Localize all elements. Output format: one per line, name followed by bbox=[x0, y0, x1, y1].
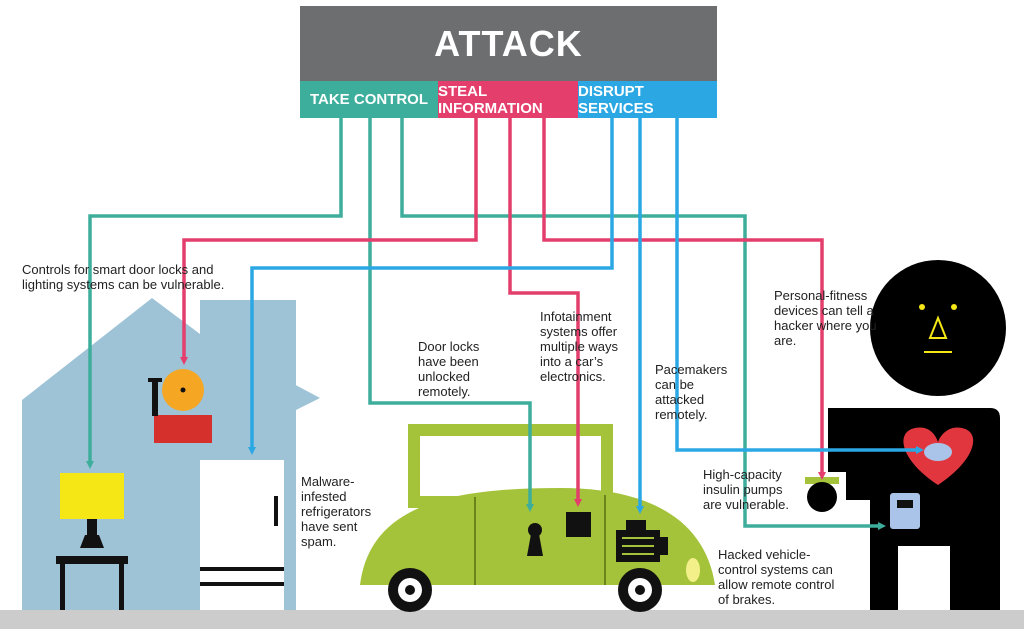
category-steal-information: STEAL INFORMATION bbox=[438, 81, 578, 118]
car bbox=[360, 424, 715, 612]
ground bbox=[0, 610, 1024, 629]
category-disrupt-services: DISRUPT SERVICES bbox=[578, 81, 717, 118]
note-smart-home: Controls for smart door locks and lighti… bbox=[22, 262, 225, 292]
lamp-icon bbox=[56, 473, 128, 610]
refrigerator-icon bbox=[200, 460, 284, 610]
note-infotainment: Infotainment systems offer multiple ways… bbox=[540, 309, 619, 384]
insulin-pump-icon bbox=[890, 493, 920, 529]
alarm-bell-icon bbox=[148, 369, 212, 443]
note-insulin: High-capacity insulin pumps are vulnerab… bbox=[703, 467, 789, 512]
category-take-control: TAKE CONTROL bbox=[300, 81, 438, 118]
note-fridge: Malware-infested refrigerators have sent… bbox=[301, 474, 372, 549]
keyhole-icon bbox=[527, 523, 543, 556]
note-vehicle: Hacked vehicle-control systems can allow… bbox=[718, 547, 835, 607]
note-door-locks: Door locks have been unlocked remotely. bbox=[418, 339, 480, 399]
note-fitness: Personal-fitness devices can tell a hack… bbox=[774, 288, 877, 348]
attack-title: ATTACK bbox=[300, 6, 717, 81]
heart-icon bbox=[903, 427, 974, 485]
chip-icon bbox=[566, 512, 591, 537]
engine-icon bbox=[616, 520, 668, 562]
note-pacemakers: Pacemakers can be attacked remotely. bbox=[655, 362, 728, 422]
fitness-tracker-icon bbox=[805, 477, 839, 512]
